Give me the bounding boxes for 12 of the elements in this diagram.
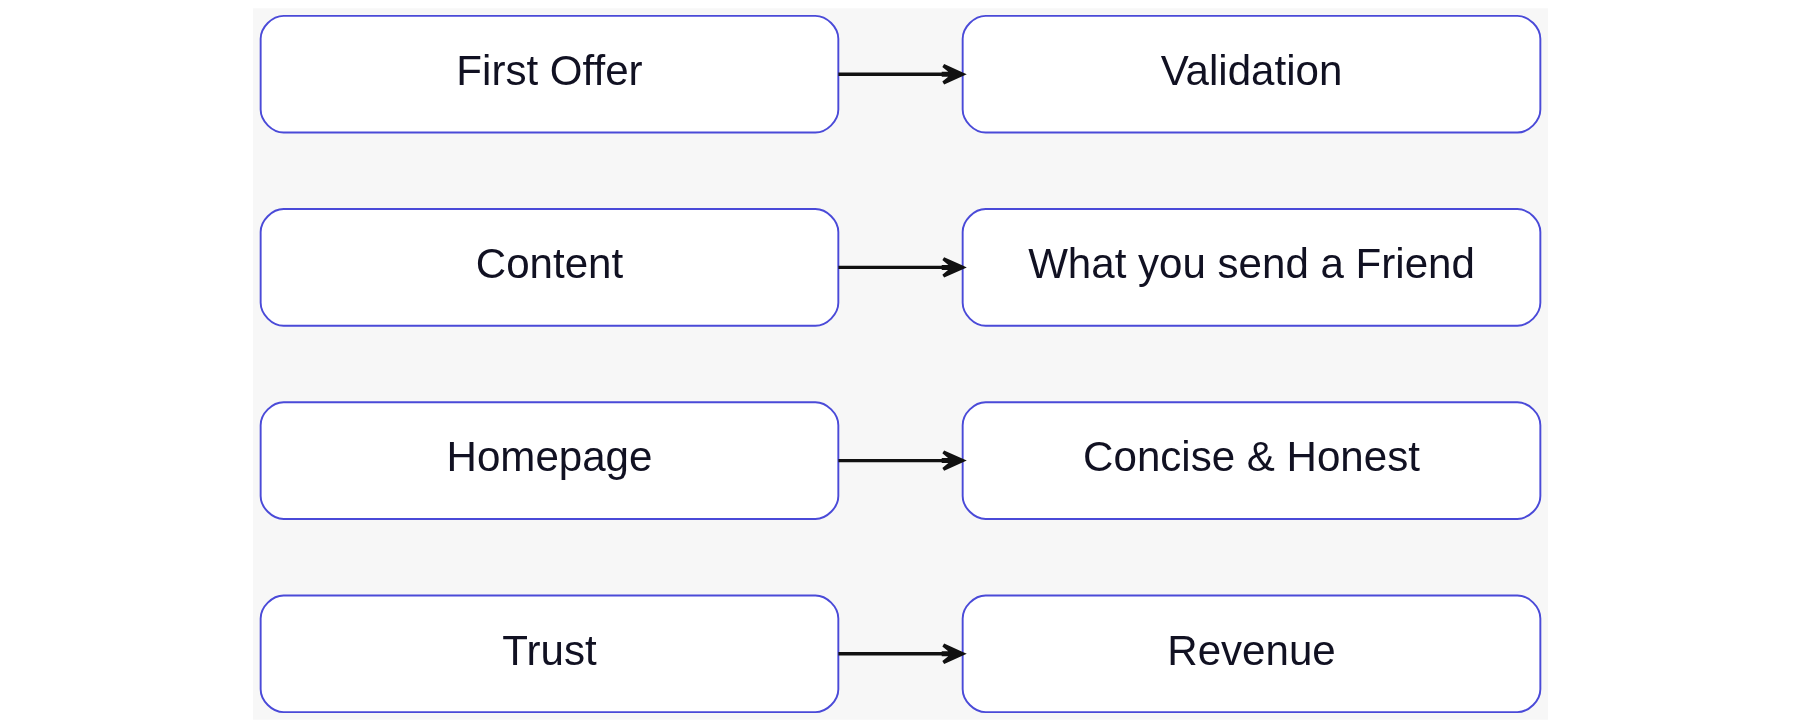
node-box: Content	[259, 208, 839, 327]
arrow	[837, 257, 964, 278]
node-box: Homepage	[259, 401, 839, 520]
node-box: First Offer	[259, 14, 839, 134]
node-box: Validation	[961, 14, 1541, 134]
node-box: Revenue	[961, 594, 1541, 714]
arrow	[837, 63, 964, 85]
arrow	[837, 643, 964, 665]
arrow	[837, 450, 964, 471]
node-box: Concise & Honest	[961, 401, 1541, 520]
node-box: Trust	[259, 594, 839, 714]
node-box: What you send a Friend	[961, 208, 1541, 327]
